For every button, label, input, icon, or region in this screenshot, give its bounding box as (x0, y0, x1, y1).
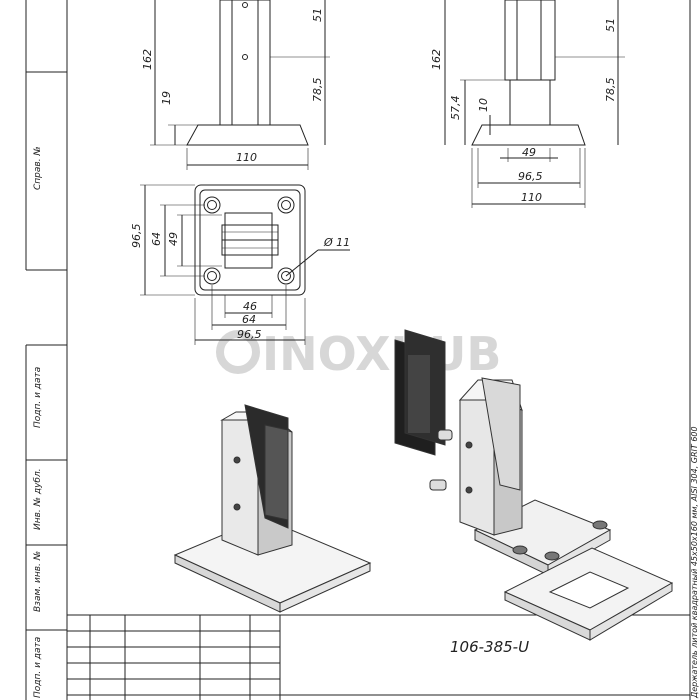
side-label-vzam-inv: Взам. инв. № (33, 551, 43, 612)
plan-dim-96-5-horizontal: 96,5 (237, 328, 262, 341)
side-dim-51: 51 (604, 18, 617, 32)
front-dim-162: 162 (141, 49, 154, 70)
document-number: 106-385-U (450, 638, 529, 656)
side-dim-96-5: 96,5 (518, 170, 543, 183)
plan-view (140, 184, 350, 345)
watermark-text: INOXHUB (262, 327, 501, 381)
isometric-exploded (394, 329, 674, 641)
bolt-icon (429, 429, 453, 491)
sheet-frame (25, 0, 691, 700)
plan-dim-hole-diameter: Ø 11 (323, 236, 350, 249)
watermark: INOXHUB (216, 327, 501, 381)
front-dim-19: 19 (160, 91, 173, 105)
side-label-podp-data-1: Подп. и дата (33, 367, 43, 428)
side-dim-10: 10 (477, 98, 490, 112)
side-label-inv-dubl: Инв. № дубл. (33, 468, 43, 530)
plan-dim-49-vertical: 49 (167, 232, 180, 246)
side-dim-49: 49 (522, 146, 536, 159)
front-view (150, 0, 330, 170)
front-dim-110: 110 (236, 151, 257, 164)
side-view (444, 0, 625, 208)
plan-dim-96-5-vertical: 96,5 (130, 224, 143, 249)
front-dim-78-5: 78,5 (311, 78, 324, 103)
side-dim-57-4: 57,4 (449, 96, 462, 121)
watermark-logo-icon (216, 330, 260, 374)
side-dim-110: 110 (521, 191, 542, 204)
front-dim-51: 51 (311, 8, 324, 22)
plan-dim-64-horizontal: 64 (242, 313, 256, 326)
isometric-assembled (173, 404, 372, 613)
plan-dim-46: 46 (243, 300, 257, 313)
side-label-podp-data-2: Подп. и дата (33, 637, 43, 698)
side-label-spravka: Справ. № (33, 146, 43, 190)
side-dim-78-5: 78,5 (604, 78, 617, 103)
plan-dim-64-vertical: 64 (150, 232, 163, 246)
product-caption: Держатель литой квадратный 45х50х160 мм,… (690, 426, 699, 699)
side-dim-162: 162 (430, 49, 443, 70)
